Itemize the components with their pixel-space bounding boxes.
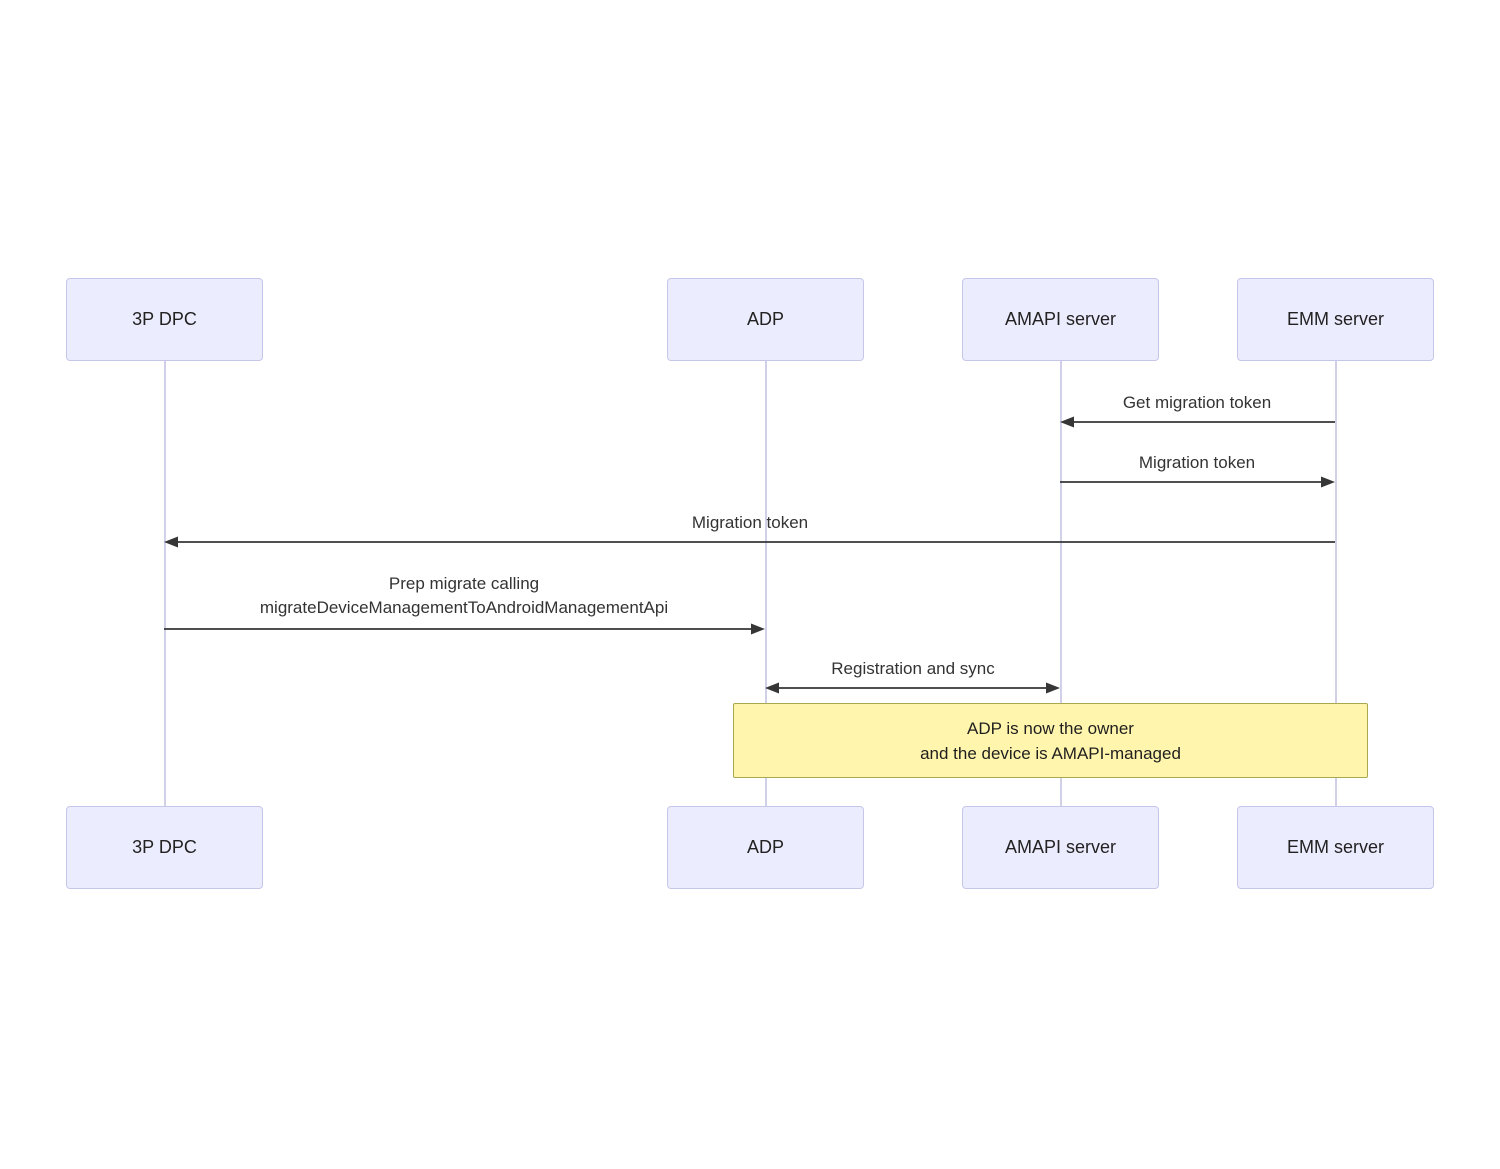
message-arrow-prep-migrate	[164, 623, 765, 635]
arrowhead	[765, 682, 779, 694]
lifeline-adp	[765, 361, 767, 806]
actor-bottom-adp: ADP	[667, 806, 864, 889]
message-label-get-migration-token: Get migration token	[1122, 393, 1272, 412]
message-label-migration-token-to-dpc: Migration token	[691, 513, 809, 532]
lifeline-3p-dpc	[164, 361, 166, 806]
message-label-prep-migrate: Prep migrate calling migrateDeviceManage…	[259, 574, 669, 617]
actor-bottom-amapi-server: AMAPI server	[962, 806, 1159, 889]
message-label-registration-and-sync: Registration and sync	[831, 659, 995, 678]
actor-bottom-emm-server: EMM server	[1237, 806, 1434, 889]
actor-top-3p-dpc: 3P DPC	[66, 278, 263, 361]
actor-top-amapi-server: AMAPI server	[962, 278, 1159, 361]
lifeline-emm-server	[1335, 361, 1337, 806]
message-label-migration-token: Migration token	[1138, 453, 1256, 472]
message-arrow-migration-token	[1060, 476, 1335, 488]
arrowhead	[164, 536, 178, 548]
message-arrow-get-migration-token	[1060, 416, 1335, 428]
actor-top-emm-server: EMM server	[1237, 278, 1434, 361]
message-arrow-migration-token-to-dpc	[164, 536, 1335, 548]
arrowhead	[1046, 682, 1060, 694]
arrowhead	[1060, 416, 1074, 428]
actor-top-adp: ADP	[667, 278, 864, 361]
message-arrow-registration-and-sync	[765, 682, 1060, 694]
arrowhead	[1321, 476, 1335, 488]
lifeline-amapi-server	[1060, 361, 1062, 806]
note-adp-owner: ADP is now the owner and the device is A…	[733, 703, 1368, 778]
arrowhead	[751, 623, 765, 635]
actor-bottom-3p-dpc: 3P DPC	[66, 806, 263, 889]
